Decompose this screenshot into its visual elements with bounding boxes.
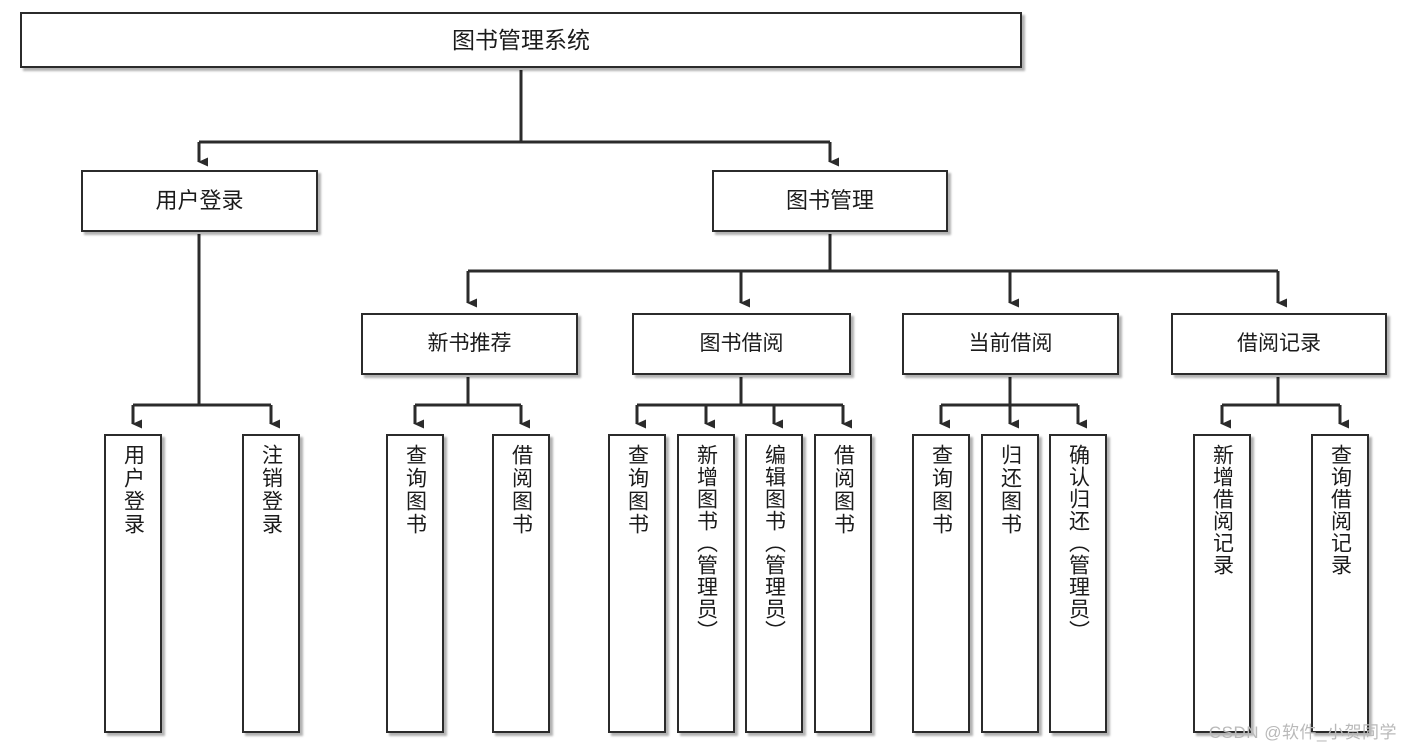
node-new-book-recommend-label: 新书推荐 [427,331,512,355]
node-leaf-query-book-2-label: 查询图书 [625,444,649,536]
node-leaf-edit-book[interactable]: 编辑图书（管理员） [745,434,803,733]
node-borrow-record-label: 借阅记录 [1237,331,1321,355]
node-book-borrow-label: 图书借阅 [699,331,784,355]
node-leaf-user-logout-label: 注销登录 [259,444,283,536]
node-leaf-borrow-book-2-label: 借阅图书 [831,444,855,536]
node-leaf-user-logout[interactable]: 注销登录 [242,434,300,733]
node-leaf-borrow-book-2[interactable]: 借阅图书 [814,434,872,733]
node-leaf-confirm-return[interactable]: 确认归还（管理员） [1049,434,1107,733]
node-leaf-query-book-1[interactable]: 查询图书 [386,434,444,733]
node-leaf-return-book-label: 归还图书 [998,444,1022,536]
node-leaf-return-book[interactable]: 归还图书 [981,434,1039,733]
node-current-borrow-label: 当前借阅 [968,331,1053,355]
node-leaf-query-book-3[interactable]: 查询图书 [912,434,970,733]
node-leaf-add-book-label: 新增图书（管理员） [694,444,718,642]
node-leaf-user-login-label: 用户登录 [121,444,145,536]
node-book-management[interactable]: 图书管理 [712,170,948,232]
node-leaf-add-record[interactable]: 新增借阅记录 [1193,434,1251,733]
node-root-label: 图书管理系统 [452,26,590,53]
node-leaf-query-book-3-label: 查询图书 [929,444,953,536]
node-leaf-user-login[interactable]: 用户登录 [104,434,162,733]
node-book-management-label: 图书管理 [785,188,874,214]
node-leaf-query-book-2[interactable]: 查询图书 [608,434,666,733]
node-leaf-borrow-book-1-label: 借阅图书 [509,444,533,536]
node-leaf-confirm-return-label: 确认归还（管理员） [1066,444,1090,642]
node-current-borrow[interactable]: 当前借阅 [902,313,1119,375]
node-leaf-borrow-book-1[interactable]: 借阅图书 [492,434,550,733]
node-leaf-query-record[interactable]: 查询借阅记录 [1311,434,1369,733]
node-leaf-query-record-label: 查询借阅记录 [1328,444,1352,576]
node-book-borrow[interactable]: 图书借阅 [632,313,851,375]
node-leaf-add-book[interactable]: 新增图书（管理员） [677,434,735,733]
node-user-login-label: 用户登录 [155,188,244,214]
watermark-text: CSDN @软件_小贺同学 [1208,723,1397,742]
node-leaf-add-record-label: 新增借阅记录 [1210,444,1234,576]
node-leaf-edit-book-label: 编辑图书（管理员） [762,444,786,642]
node-root[interactable]: 图书管理系统 [20,12,1022,68]
node-user-login[interactable]: 用户登录 [81,170,318,232]
node-leaf-query-book-1-label: 查询图书 [403,444,427,536]
node-borrow-record[interactable]: 借阅记录 [1171,313,1387,375]
node-new-book-recommend[interactable]: 新书推荐 [361,313,578,375]
